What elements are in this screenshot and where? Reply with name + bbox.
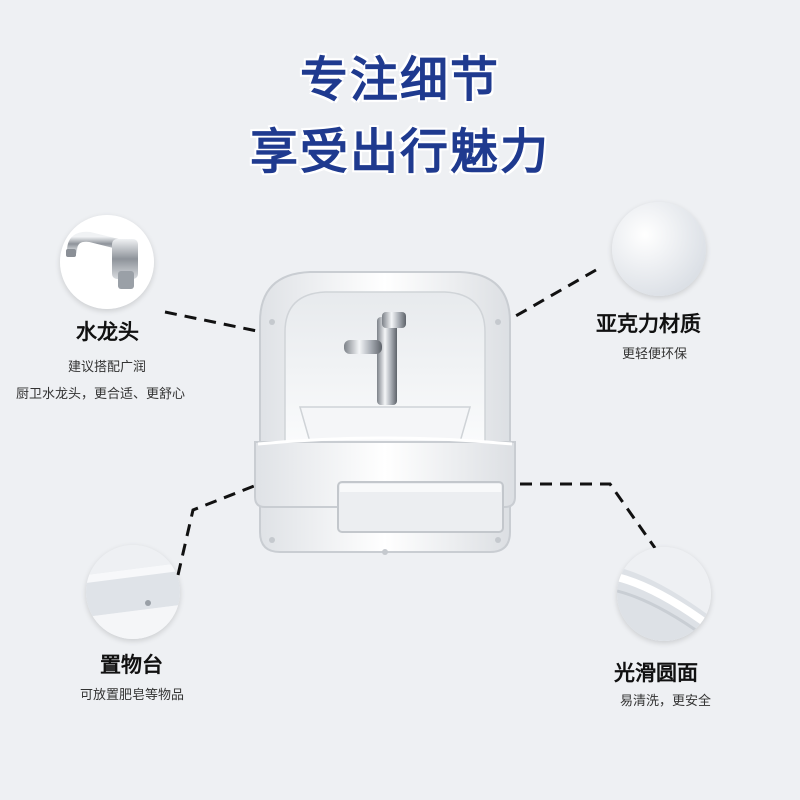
feature-desc-material: 更轻便环保 <box>622 347 688 362</box>
feature-desc-faucet-1: 建议搭配广润 <box>68 360 147 375</box>
feature-title-faucet: 水龙头 <box>76 320 139 344</box>
faucet-thumbnail <box>60 215 154 309</box>
acrylic-material-thumbnail <box>612 202 706 296</box>
acrylic-material-icon <box>612 202 706 296</box>
feature-title-edge: 光滑圆面 <box>614 661 698 685</box>
feature-desc-faucet-2: 厨卫水龙头，更合适、更舒心 <box>16 387 186 402</box>
feature-title-material: 亚克力材质 <box>596 312 701 336</box>
leader-shelf <box>176 473 283 576</box>
headline-line2: 享受出行魅力 <box>249 124 550 180</box>
feature-title-shelf: 置物台 <box>100 653 163 677</box>
faucet-icon <box>60 215 154 309</box>
feature-desc-edge: 易清洗，更安全 <box>620 694 712 709</box>
feature-desc-shelf: 可放置肥皂等物品 <box>80 688 185 703</box>
rounded-edge-thumbnail <box>617 547 711 641</box>
sink-product-image <box>254 271 516 555</box>
rounded-edge-icon <box>617 547 711 641</box>
shelf-thumbnail <box>86 545 180 639</box>
leader-edge <box>500 482 657 549</box>
headline-line1: 专注细节 <box>299 52 500 108</box>
shelf-icon <box>86 545 180 639</box>
